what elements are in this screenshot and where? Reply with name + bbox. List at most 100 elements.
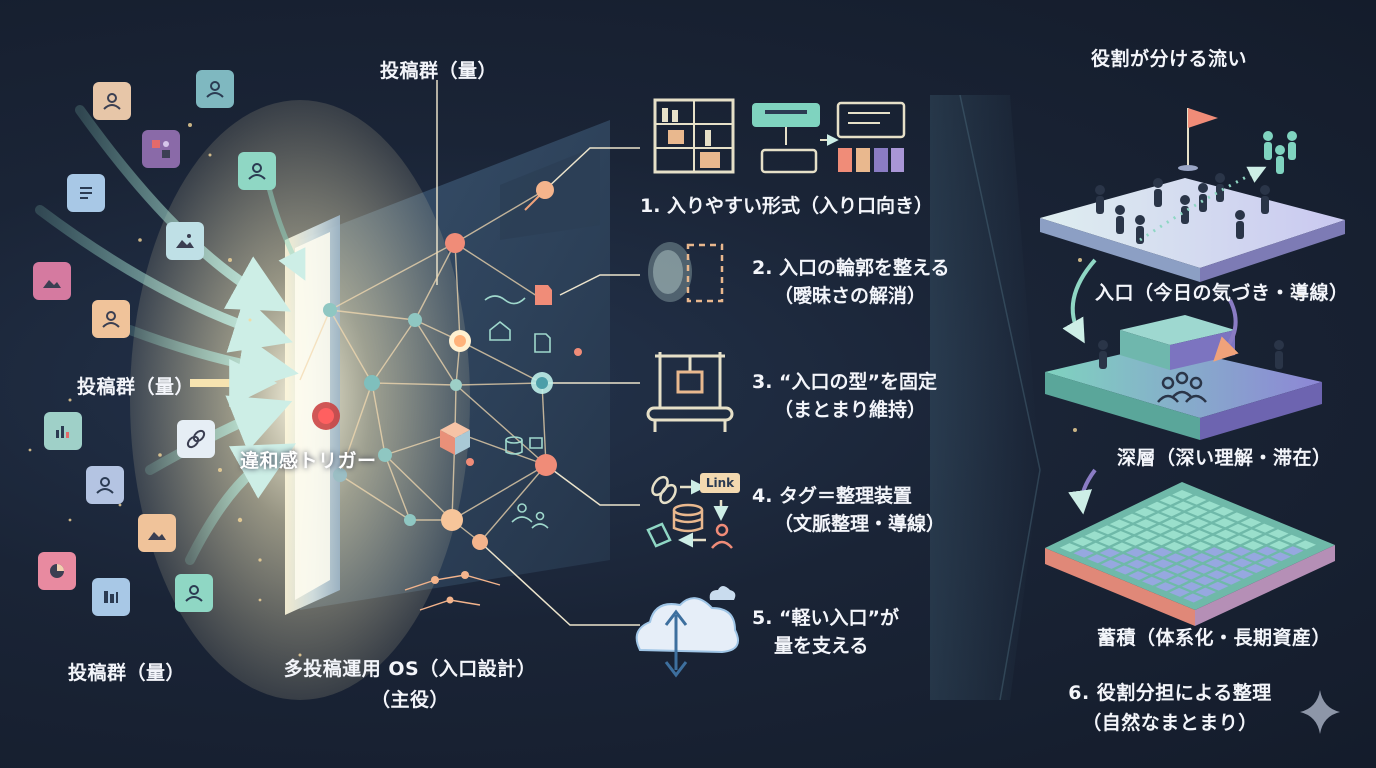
grid-cell <box>1185 495 1207 505</box>
grid-cell <box>1150 536 1172 546</box>
grid-cell <box>1245 564 1266 573</box>
step-2: 2. 入口の輪郭を整える （曖昧さの解消） <box>752 254 949 310</box>
grid-cell <box>1213 506 1234 516</box>
grid-cell <box>1194 576 1215 586</box>
conveyor-mold-icon <box>646 352 734 432</box>
grid-cell <box>1100 559 1122 569</box>
grid-cell <box>1202 524 1223 534</box>
grid-cell <box>1269 540 1290 550</box>
posts-label-mid: 投稿群（量） <box>77 376 195 398</box>
grid-cell <box>1122 513 1143 523</box>
grid-cell <box>1255 535 1277 545</box>
grid-cell <box>1162 518 1183 528</box>
step-5-line1: 5. “軽い入口”が <box>752 607 900 629</box>
grid-cell <box>1147 501 1168 511</box>
grid-cell <box>1113 554 1134 563</box>
step-5-line2: 量を支える <box>774 635 869 657</box>
image-post-icon <box>166 222 204 260</box>
grid-cell <box>1139 553 1160 563</box>
image-post-icon <box>33 262 71 300</box>
outline-clarify-icon <box>648 242 724 303</box>
grid-cell <box>1270 552 1291 562</box>
grid-cell <box>1241 529 1263 539</box>
grid-cell <box>1128 571 1149 581</box>
grid-cell <box>1174 513 1196 522</box>
grid-cell <box>1206 570 1228 580</box>
grid-cell <box>1203 535 1224 545</box>
grid-cell <box>1148 513 1169 523</box>
grid-cell <box>1110 531 1132 540</box>
tag-organizer-icon <box>646 475 733 549</box>
grid-cell <box>1214 518 1235 528</box>
grid-cell <box>1258 558 1279 568</box>
user-post-icon <box>175 574 213 612</box>
grid-cell <box>1159 495 1181 505</box>
layer-entry-label: 入口（今日の気づき・導線） <box>1095 282 1349 304</box>
step-2-line2: （曖昧さの解消） <box>774 285 927 307</box>
grid-cell <box>1215 529 1237 539</box>
grid-cell <box>1189 530 1210 540</box>
grid-cell <box>1173 501 1194 511</box>
grid-cell <box>1099 548 1121 558</box>
grid-cell <box>1219 564 1240 574</box>
grid-cell <box>1114 565 1135 575</box>
step-5: 5. “軽い入口”が 量を支える <box>752 604 899 660</box>
grid-cell <box>1149 524 1171 534</box>
grid-cell <box>1168 576 1189 586</box>
grid-cell <box>1200 512 1222 522</box>
sparkle-icon <box>1300 690 1340 734</box>
summary-line2: （自然なまとまり） <box>1082 712 1258 734</box>
grid-cell <box>1229 535 1250 545</box>
grid-cell <box>1155 582 1177 592</box>
grid-cell <box>1163 530 1184 540</box>
image-post-icon <box>138 514 176 552</box>
grid-cell <box>1152 547 1173 557</box>
grid-cell <box>1166 564 1188 574</box>
step-4: 4. タグ＝整理装置 （文脈整理・導線） <box>752 482 945 538</box>
step-2-line1: 2. 入口の輪郭を整える <box>752 257 950 279</box>
grid-cell <box>1179 559 1200 568</box>
grid-cell <box>1227 512 1248 522</box>
grid-cell <box>1188 518 1209 528</box>
grid-cell <box>1160 507 1182 517</box>
grid-cell <box>1228 523 1249 533</box>
grid-cell <box>1127 559 1148 569</box>
step-1-line1: 1. 入りやすい形式（入り口向き） <box>640 195 934 217</box>
grid-cell <box>1140 565 1162 575</box>
summary-label: 6. 役割分担による整理 （自然なまとまり） <box>1055 678 1285 735</box>
grid-cell <box>1135 519 1157 529</box>
grid-cell <box>1218 552 1239 562</box>
grid-cell <box>1254 523 1275 533</box>
chart-post-icon <box>44 412 82 450</box>
layer-depth-label: 深層（深い理解・滞在） <box>1117 447 1332 469</box>
grid-cell <box>1233 569 1254 579</box>
grid-cell <box>1087 554 1108 564</box>
grid-cell <box>1199 501 1221 511</box>
grid-cell <box>1256 546 1278 556</box>
grid-cell <box>1175 524 1197 534</box>
grid-cell <box>1181 582 1203 591</box>
cloud-sync-icon <box>635 586 739 678</box>
center-title-line2: （主役） <box>370 689 449 711</box>
grid-cell <box>1073 548 1094 558</box>
grid-cell <box>1154 570 1175 580</box>
grid-cell <box>1216 541 1238 551</box>
grid-cell <box>1268 529 1289 539</box>
user-post-icon <box>92 300 130 338</box>
grid-cell <box>1190 541 1212 551</box>
grid-cell <box>1059 543 1081 553</box>
user-post-icon <box>93 82 131 120</box>
center-title: 多投稿運用 OS（入口設計） （主役） <box>255 654 565 712</box>
grid-cell <box>1085 542 1107 552</box>
grid-cell <box>1193 564 1214 574</box>
data-post-icon <box>92 578 130 616</box>
grid-cell <box>1240 518 1262 527</box>
grid-cell <box>1243 541 1264 550</box>
link-tag: Link <box>700 473 740 493</box>
grid-cell <box>1183 593 1204 603</box>
grid-cell <box>1205 558 1227 568</box>
grid-cell <box>1134 507 1156 517</box>
grid-cell <box>1097 525 1118 535</box>
user-post-icon <box>238 152 276 190</box>
link-icon <box>177 420 215 458</box>
